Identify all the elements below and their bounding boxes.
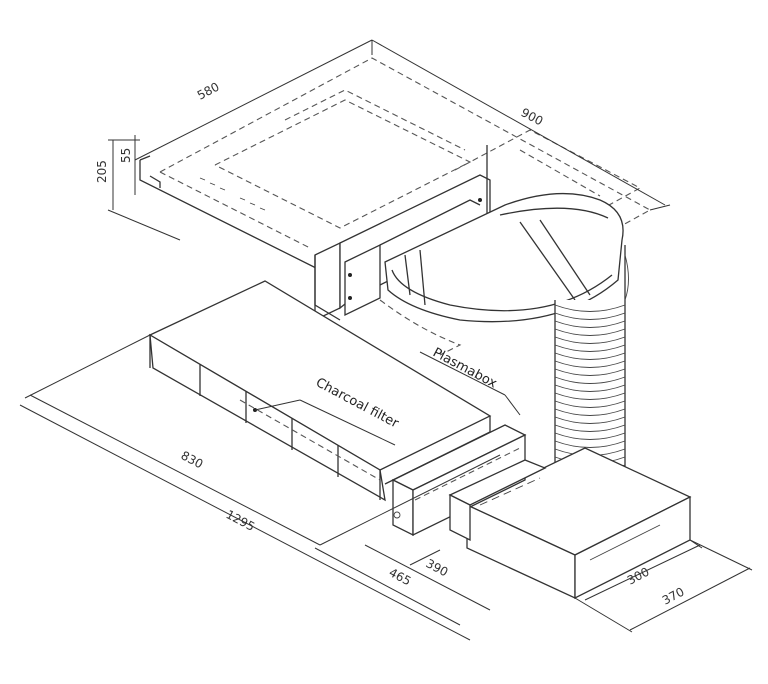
connector-duct (391, 424, 547, 542)
dim-hood-depth: 580 (195, 80, 222, 103)
dimension-lines (19, 39, 753, 641)
duct-adapter (314, 145, 491, 322)
dim-box-inner: 390 (424, 556, 451, 579)
dim-filter-length: 830 (179, 448, 206, 471)
label-plasmabox: Plasmabox (430, 345, 499, 391)
duct-elbow (379, 192, 624, 356)
dim-box-width-outer: 370 (660, 585, 687, 608)
dim-box-length: 465 (387, 565, 414, 588)
charcoal-filter-unit (148, 280, 492, 502)
dim-hood-flange: 55 (119, 148, 133, 163)
dim-total-length: 1295 (224, 507, 258, 534)
dim-hood-height: 205 (95, 160, 109, 183)
